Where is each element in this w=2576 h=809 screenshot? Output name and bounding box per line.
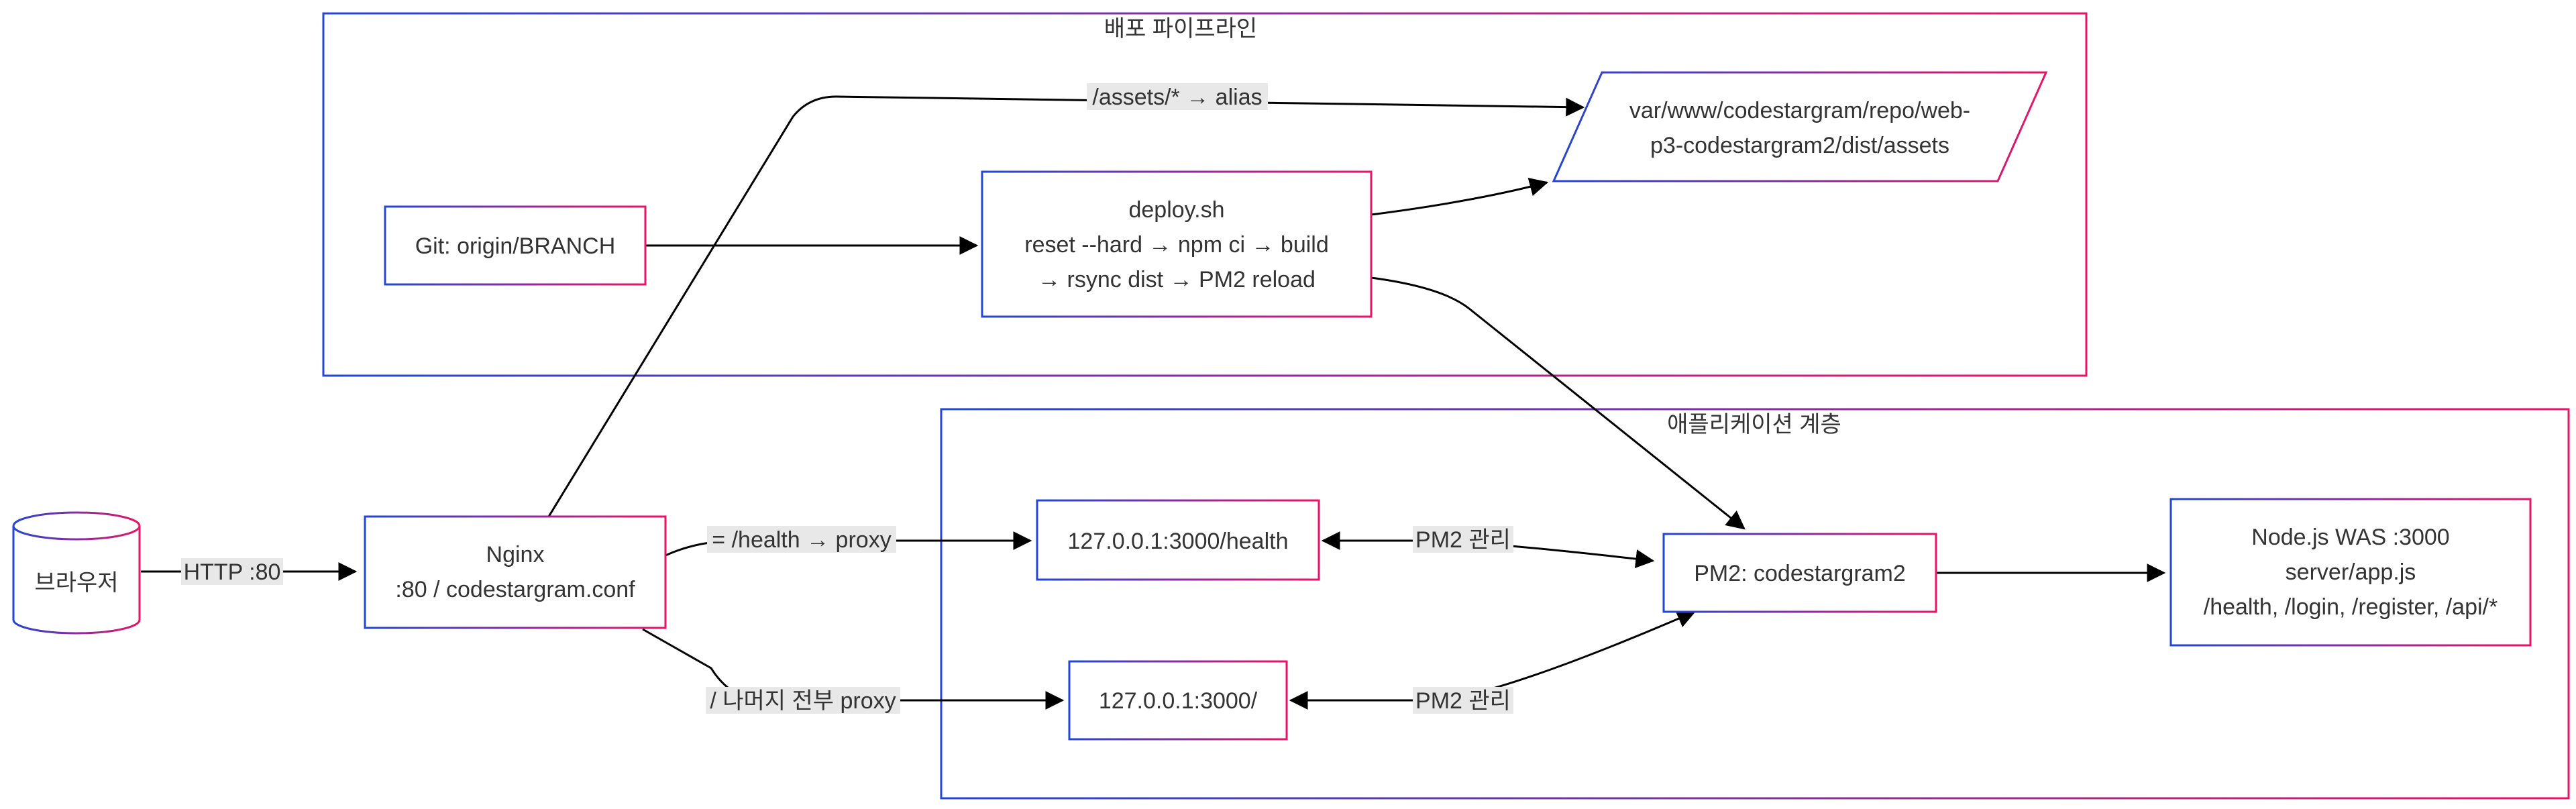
node-assets-line-2: p3-codestargram2/dist/assets xyxy=(1650,133,1949,158)
cylinder-body xyxy=(12,526,141,635)
node-root-endpoint: 127.0.0.1:3000/ xyxy=(1068,660,1288,741)
edge-label-pm2-health: PM2 관리 xyxy=(1413,526,1513,553)
node-root-label: 127.0.0.1:3000/ xyxy=(1099,688,1258,714)
cluster-deploy-title: 배포 파이프라인 xyxy=(1104,16,1257,42)
edge-label-nginx-root: / 나머지 전부 proxy xyxy=(706,687,900,714)
edge-label-nginx-assets: /assets/* → alias xyxy=(1087,83,1268,110)
cylinder-top xyxy=(12,511,141,541)
node-nginx-line-2: :80 / codestargram.conf xyxy=(395,577,635,602)
node-nginx: Nginx :80 / codestargram.conf xyxy=(364,515,667,629)
node-git: Git: origin/BRANCH xyxy=(384,205,647,286)
edge-nginx-assets xyxy=(547,95,1585,517)
cluster-app-title: 애플리케이션 계층 xyxy=(1667,412,1841,437)
svg-text:/ 나머지 전부 proxy: / 나머지 전부 proxy xyxy=(710,688,896,714)
svg-text:/assets/* → alias: /assets/* → alias xyxy=(1092,85,1262,110)
node-git-label: Git: origin/BRANCH xyxy=(415,233,616,259)
edge-label-browser-nginx: HTTP :80 xyxy=(181,558,283,585)
svg-text:PM2 관리: PM2 관리 xyxy=(1415,688,1511,714)
node-pm2: PM2: codestargram2 xyxy=(1662,533,1937,613)
node-deploy-line-2: reset --hard → npm ci → build xyxy=(1024,232,1329,258)
node-nodejs-was: Node.js WAS :3000 server/app.js /health,… xyxy=(2169,498,2532,647)
edge-deploy-pm2 xyxy=(1371,276,1746,530)
svg-text:HTTP :80: HTTP :80 xyxy=(184,559,281,585)
node-nodejs-line-2: server/app.js xyxy=(2286,559,2416,585)
node-assets-path: var/www/codestargram/repo/web- p3-codest… xyxy=(1552,71,2048,182)
edge-label-pm2-root: PM2 관리 xyxy=(1413,687,1513,714)
node-nodejs-line-1: Node.js WAS :3000 xyxy=(2251,525,2449,550)
node-health-label: 127.0.0.1:3000/health xyxy=(1068,529,1289,554)
node-browser: 브라우저 xyxy=(12,511,141,635)
svg-text:PM2 관리: PM2 관리 xyxy=(1415,527,1511,553)
node-nodejs-line-3: /health, /login, /register, /api/* xyxy=(2204,594,2498,620)
edge-label-nginx-health: = /health → proxy xyxy=(707,526,896,553)
svg-text:= /health → proxy: = /health → proxy xyxy=(712,527,891,553)
edge-labels: HTTP :80 /assets/* → alias = /health → p… xyxy=(181,83,1513,714)
node-nginx-line-1: Nginx xyxy=(486,542,545,568)
node-assets-line-1: var/www/codestargram/repo/web- xyxy=(1629,98,1970,123)
edge-deploy-assets xyxy=(1371,178,1549,216)
node-deploy-script: deploy.sh reset --hard → npm ci → build … xyxy=(981,170,1373,318)
node-deploy-line-3: → rsync dist → PM2 reload xyxy=(1038,267,1316,292)
node-deploy-line-1: deploy.sh xyxy=(1128,197,1224,223)
node-health-endpoint: 127.0.0.1:3000/health xyxy=(1036,499,1320,581)
node-browser-label: 브라우저 xyxy=(34,570,118,596)
node-pm2-label: PM2: codestargram2 xyxy=(1694,561,1906,586)
